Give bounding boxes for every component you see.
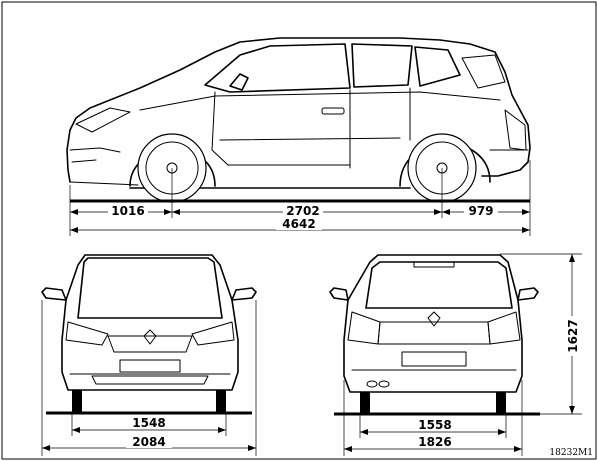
- dim-front-overhang: 1016: [111, 204, 144, 218]
- front-right-headlight: [191, 321, 235, 346]
- rear-side-window: [351, 43, 413, 88]
- dim-wheelbase: 2702: [286, 204, 319, 218]
- rear-right-wheel: [496, 392, 506, 414]
- high-stop-lamp: [413, 261, 455, 268]
- rear-view-car: [329, 254, 539, 414]
- front-view-car: [41, 254, 257, 412]
- front-left-headlight: [65, 321, 109, 346]
- front-right-wheel: [216, 390, 226, 412]
- front-view-dimensions: 1548 2084: [41, 300, 257, 456]
- rear-right-mirror: [517, 287, 539, 301]
- side-mirror: [229, 73, 249, 91]
- front-grille: [107, 335, 193, 353]
- exhaust-left: [366, 380, 378, 388]
- side-view-dimensions: 1016 2702 979 4642: [69, 160, 531, 236]
- front-left-wheel: [72, 390, 82, 412]
- rear-left-tail-lamp: [347, 311, 381, 345]
- headlight: [75, 107, 131, 133]
- dim-rear-width: 1826: [418, 435, 451, 449]
- dim-overall-width: 2084: [132, 435, 165, 449]
- right-mirror: [231, 287, 257, 301]
- dim-overall-height: 1627: [566, 319, 580, 352]
- rear-quarter-window: [414, 46, 461, 87]
- rear-left-mirror: [329, 287, 349, 301]
- rear-window: [365, 261, 513, 309]
- rear-left-wheel: [360, 392, 370, 414]
- rear-right-tail-lamp: [487, 311, 521, 345]
- windscreen: [77, 257, 223, 319]
- number-plate: [119, 359, 181, 373]
- rear-number-plate: [401, 351, 467, 367]
- rear-view-dimensions: 1558 1826 1627: [334, 253, 584, 456]
- left-mirror: [41, 287, 67, 301]
- figure-reference: 18232M1: [549, 448, 593, 458]
- rear-logo: [427, 311, 441, 327]
- dim-front-track: 1548: [132, 416, 165, 430]
- front-logo: [143, 329, 157, 345]
- dim-overall-length: 4642: [282, 217, 315, 231]
- front-side-window: [204, 43, 351, 93]
- dim-rear-track: 1558: [418, 418, 451, 432]
- rear-glass: [461, 54, 506, 89]
- dim-rear-overhang: 979: [468, 204, 493, 218]
- side-view-car: [66, 37, 531, 203]
- door-handle: [321, 107, 345, 115]
- exhaust-right: [378, 380, 390, 388]
